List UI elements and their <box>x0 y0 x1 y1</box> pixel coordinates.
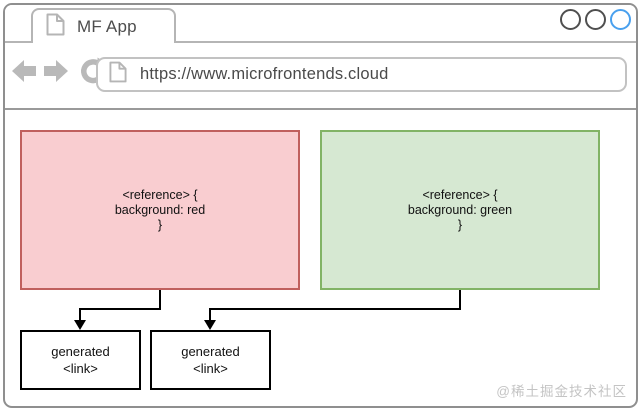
reference-green-line: } <box>457 217 463 232</box>
window-buttons <box>560 9 631 30</box>
reference-green-line: background: green <box>407 202 513 217</box>
window-circle-active-icon[interactable] <box>610 9 631 30</box>
page-icon <box>109 61 127 88</box>
page-icon <box>46 13 65 41</box>
watermark: @稀土掘金技术社区 <box>496 384 627 399</box>
window-circle-icon[interactable] <box>585 9 606 30</box>
reference-red-box: <reference> { background: red } <box>20 130 300 290</box>
reference-red-line: } <box>157 217 163 232</box>
generated-link-box-right: generated <link> <box>150 330 271 390</box>
generated-label: <link> <box>193 361 228 376</box>
reference-green-box: <reference> { background: green } <box>320 130 600 290</box>
browser-tab[interactable]: MF App <box>31 8 176 43</box>
reference-green-line: <reference> { <box>422 187 498 202</box>
generated-label: <link> <box>63 361 98 376</box>
window-circle-icon[interactable] <box>560 9 581 30</box>
tab-title: MF App <box>77 16 137 36</box>
generated-label: generated <box>181 344 240 359</box>
forward-icon[interactable] <box>43 58 69 89</box>
back-icon[interactable] <box>11 58 37 89</box>
address-bar[interactable]: https://www.microfrontends.cloud <box>96 57 627 92</box>
url-text: https://www.microfrontends.cloud <box>140 65 389 83</box>
reference-red-line: background: red <box>114 202 206 217</box>
browser-window: MF App <box>3 3 638 408</box>
generated-label: generated <box>51 344 110 359</box>
reference-red-line: <reference> { <box>122 187 198 202</box>
browser-toolbar: https://www.microfrontends.cloud <box>5 43 636 110</box>
generated-link-box-left: generated <link> <box>20 330 141 390</box>
